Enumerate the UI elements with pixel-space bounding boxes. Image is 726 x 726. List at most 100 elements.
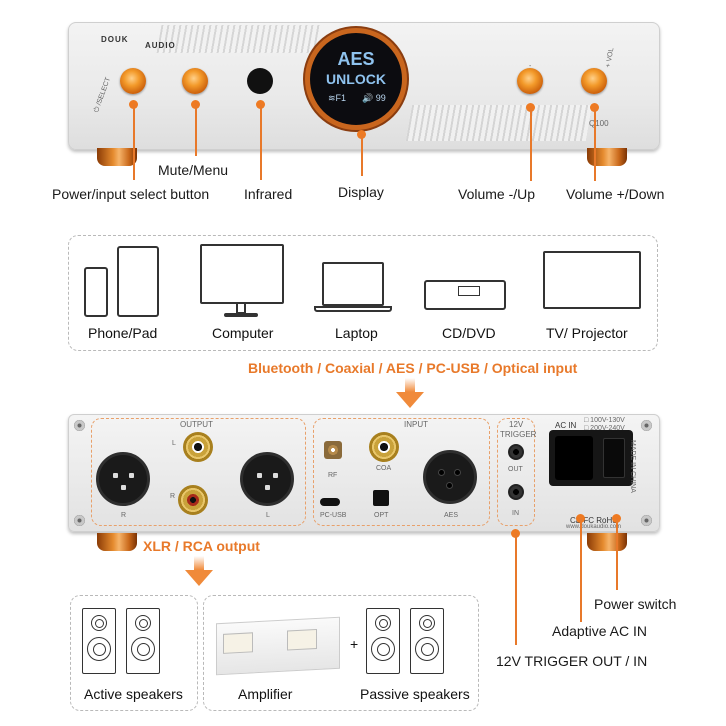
xlr-output-left[interactable] (240, 452, 294, 506)
select-marking: ⏻ /SELECT (93, 76, 113, 114)
trigger-title: TRIGGER (500, 430, 537, 439)
callout-line (580, 518, 582, 622)
input-title: INPUT (404, 420, 428, 429)
label-mute-menu: Mute/Menu (158, 162, 229, 178)
callout-line (530, 107, 532, 181)
label-power-select: Power/input select button (52, 186, 210, 202)
iec-power-socket[interactable] (555, 436, 593, 480)
amplifier-passive-box (203, 595, 479, 711)
volume-plus-button[interactable] (581, 68, 607, 94)
voltage-range-2: □ 200V-240V (584, 425, 625, 432)
rca-left-label: L (172, 440, 176, 447)
volume-minus-button[interactable] (517, 68, 543, 94)
rear-foot-left (97, 533, 137, 551)
power-switch[interactable] (603, 438, 625, 478)
laptop-icon (322, 262, 384, 306)
power-select-button[interactable] (120, 68, 146, 94)
aes-label: AES (444, 512, 459, 519)
display-status: UNLOCK (326, 71, 386, 87)
xlr-output-right[interactable] (96, 452, 150, 506)
pcusb-label: PC-USB (320, 512, 347, 519)
front-grille-bottom (405, 105, 593, 141)
sources-box (68, 235, 658, 351)
front-grille-top (156, 25, 322, 53)
callout-line (133, 104, 135, 180)
callout-line (260, 104, 262, 180)
rf-antenna-connector[interactable] (324, 441, 342, 459)
rf-label: RF (328, 472, 338, 479)
monitor-base (224, 313, 258, 317)
trigger-out-jack[interactable] (508, 444, 524, 460)
input-caption: Bluetooth / Coaxial / AES / PC-USB / Opt… (248, 360, 578, 376)
minus-marking: - (529, 63, 532, 70)
xlr-left-label: L (266, 512, 270, 519)
output-section (91, 418, 306, 526)
callout-line (616, 518, 618, 590)
usb-c-port[interactable] (320, 498, 340, 506)
device-label-tv-projector: TV/ Projector (546, 325, 628, 341)
cd-player-icon (424, 280, 506, 310)
label-volume-minus: Volume -/Up (458, 186, 536, 202)
rca-output-left[interactable] (183, 432, 213, 462)
website-marking: www.doukaudio.com (566, 524, 622, 530)
mute-menu-button[interactable] (182, 68, 208, 94)
device-label-cd-dvd: CD/DVD (442, 325, 496, 341)
label-12v-trigger: 12V TRIGGER OUT / IN (496, 653, 648, 669)
plus-sign: + (350, 636, 359, 652)
trigger-in-label: IN (512, 510, 519, 517)
label-adaptive-ac-in: Adaptive AC IN (552, 623, 647, 639)
output-caption: XLR / RCA output (143, 538, 260, 554)
tablet-icon (117, 246, 159, 317)
screw (641, 420, 652, 431)
ac-inlet-module (549, 430, 633, 486)
cd-display (458, 286, 480, 296)
label-power-switch: Power switch (594, 596, 677, 612)
passive-speaker-icon (410, 608, 444, 674)
tv-icon (543, 251, 641, 309)
label-passive-speakers: Passive speakers (360, 686, 470, 702)
brand-douk: DOUK (101, 35, 129, 44)
label-active-speakers: Active speakers (84, 686, 183, 702)
callout-line (195, 104, 197, 156)
trigger-title-12v: 12V (509, 420, 524, 429)
output-arrow-stem (194, 556, 204, 570)
display-input: AES (337, 49, 375, 69)
device-label-laptop: Laptop (335, 325, 378, 341)
front-foot-right (587, 148, 627, 166)
input-arrow-icon (396, 392, 424, 408)
device-label-phone-pad: Phone/Pad (88, 325, 158, 341)
laptop-base (314, 306, 392, 312)
label-display: Display (338, 184, 384, 200)
vol-marking: + VOL (605, 47, 616, 69)
screw (641, 515, 652, 526)
coa-label: COA (376, 465, 392, 472)
ac-in-marking: AC IN (555, 421, 577, 430)
trigger-section (497, 418, 535, 526)
model-marking: Q100 (589, 119, 609, 128)
front-foot-left (97, 148, 137, 166)
voltage-range-1: □ 100V-130V (584, 417, 625, 424)
callout-line (594, 107, 596, 181)
xlr-right-label: R (121, 512, 127, 519)
made-in-label: MADE IN CHINA (629, 440, 636, 493)
optical-input[interactable] (373, 490, 389, 506)
active-speaker-icon (126, 608, 160, 674)
rca-output-right[interactable] (178, 485, 208, 515)
aes-input[interactable] (423, 450, 477, 504)
device-label-computer: Computer (212, 325, 274, 341)
phone-icon (84, 267, 108, 317)
callout-line (361, 134, 363, 176)
display-filter: ≋F1 (328, 93, 347, 103)
coaxial-input[interactable] (369, 432, 399, 462)
rca-right-label: R (170, 493, 176, 500)
screw (74, 515, 85, 526)
callout-line (515, 533, 517, 645)
input-arrow-stem (405, 378, 415, 392)
trigger-in-jack[interactable] (508, 484, 524, 500)
rear-foot-right (587, 533, 627, 551)
label-infrared: Infrared (244, 186, 293, 202)
display: AES UNLOCK ≋F1 🔊 99 (305, 28, 407, 130)
active-speakers-box (70, 595, 198, 711)
label-volume-plus: Volume +/Down (566, 186, 665, 202)
cert-marks: CE FC RoHS (570, 516, 618, 525)
